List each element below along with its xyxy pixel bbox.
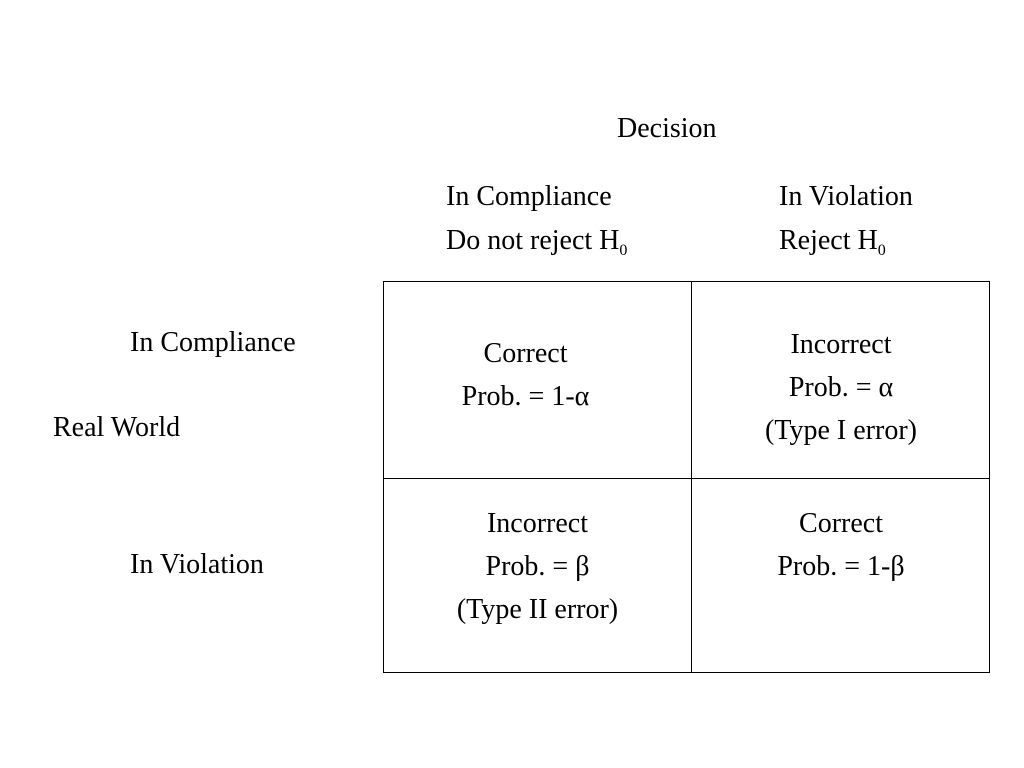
cell-error-type: (Type II error) — [456, 594, 619, 625]
cell-probability: Prob. = 1-β — [777, 551, 905, 582]
row-label-in-compliance: In Compliance — [130, 327, 296, 358]
column-header-decision: Do not reject H0 — [446, 227, 627, 271]
cell-probability: Prob. = β — [485, 551, 590, 582]
row-label-in-violation: In Violation — [130, 549, 264, 580]
decision-heading: Decision — [617, 113, 717, 144]
decision-text: Do not reject H — [446, 225, 620, 256]
cell-probability: Prob. = 1-α — [461, 381, 590, 412]
cell-correct-violation: Correct Prob. = 1-β — [691, 502, 991, 588]
column-header-in-violation: In Violation Reject H0 — [779, 183, 913, 271]
subscript: 0 — [619, 242, 628, 259]
cell-error-type: (Type I error) — [765, 415, 917, 446]
column-header-label: In Compliance — [446, 181, 612, 212]
real-world-label: Real World — [53, 412, 181, 443]
cell-type-ii-error: Incorrect Prob. = β (Type II error) — [384, 502, 691, 631]
cell-correct-compliance: Correct Prob. = 1-α — [384, 332, 667, 418]
subscript: 0 — [877, 242, 886, 259]
decision-matrix: Correct Prob. = 1-α Incorrect Prob. = α … — [383, 281, 990, 673]
column-header-in-compliance: In Compliance Do not reject H0 — [446, 183, 627, 271]
cell-outcome: Incorrect — [486, 508, 589, 539]
column-header-label: In Violation — [779, 181, 913, 212]
cell-type-i-error: Incorrect Prob. = α (Type I error) — [691, 323, 991, 452]
cell-outcome: Correct — [799, 508, 883, 539]
cell-outcome: Incorrect — [790, 329, 892, 360]
decision-text: Reject H — [779, 225, 878, 256]
column-header-decision: Reject H0 — [779, 227, 913, 271]
matrix-vertical-divider — [691, 282, 692, 672]
cell-outcome: Correct — [483, 338, 568, 369]
matrix-horizontal-divider — [384, 478, 989, 479]
cell-probability: Prob. = α — [788, 372, 894, 403]
